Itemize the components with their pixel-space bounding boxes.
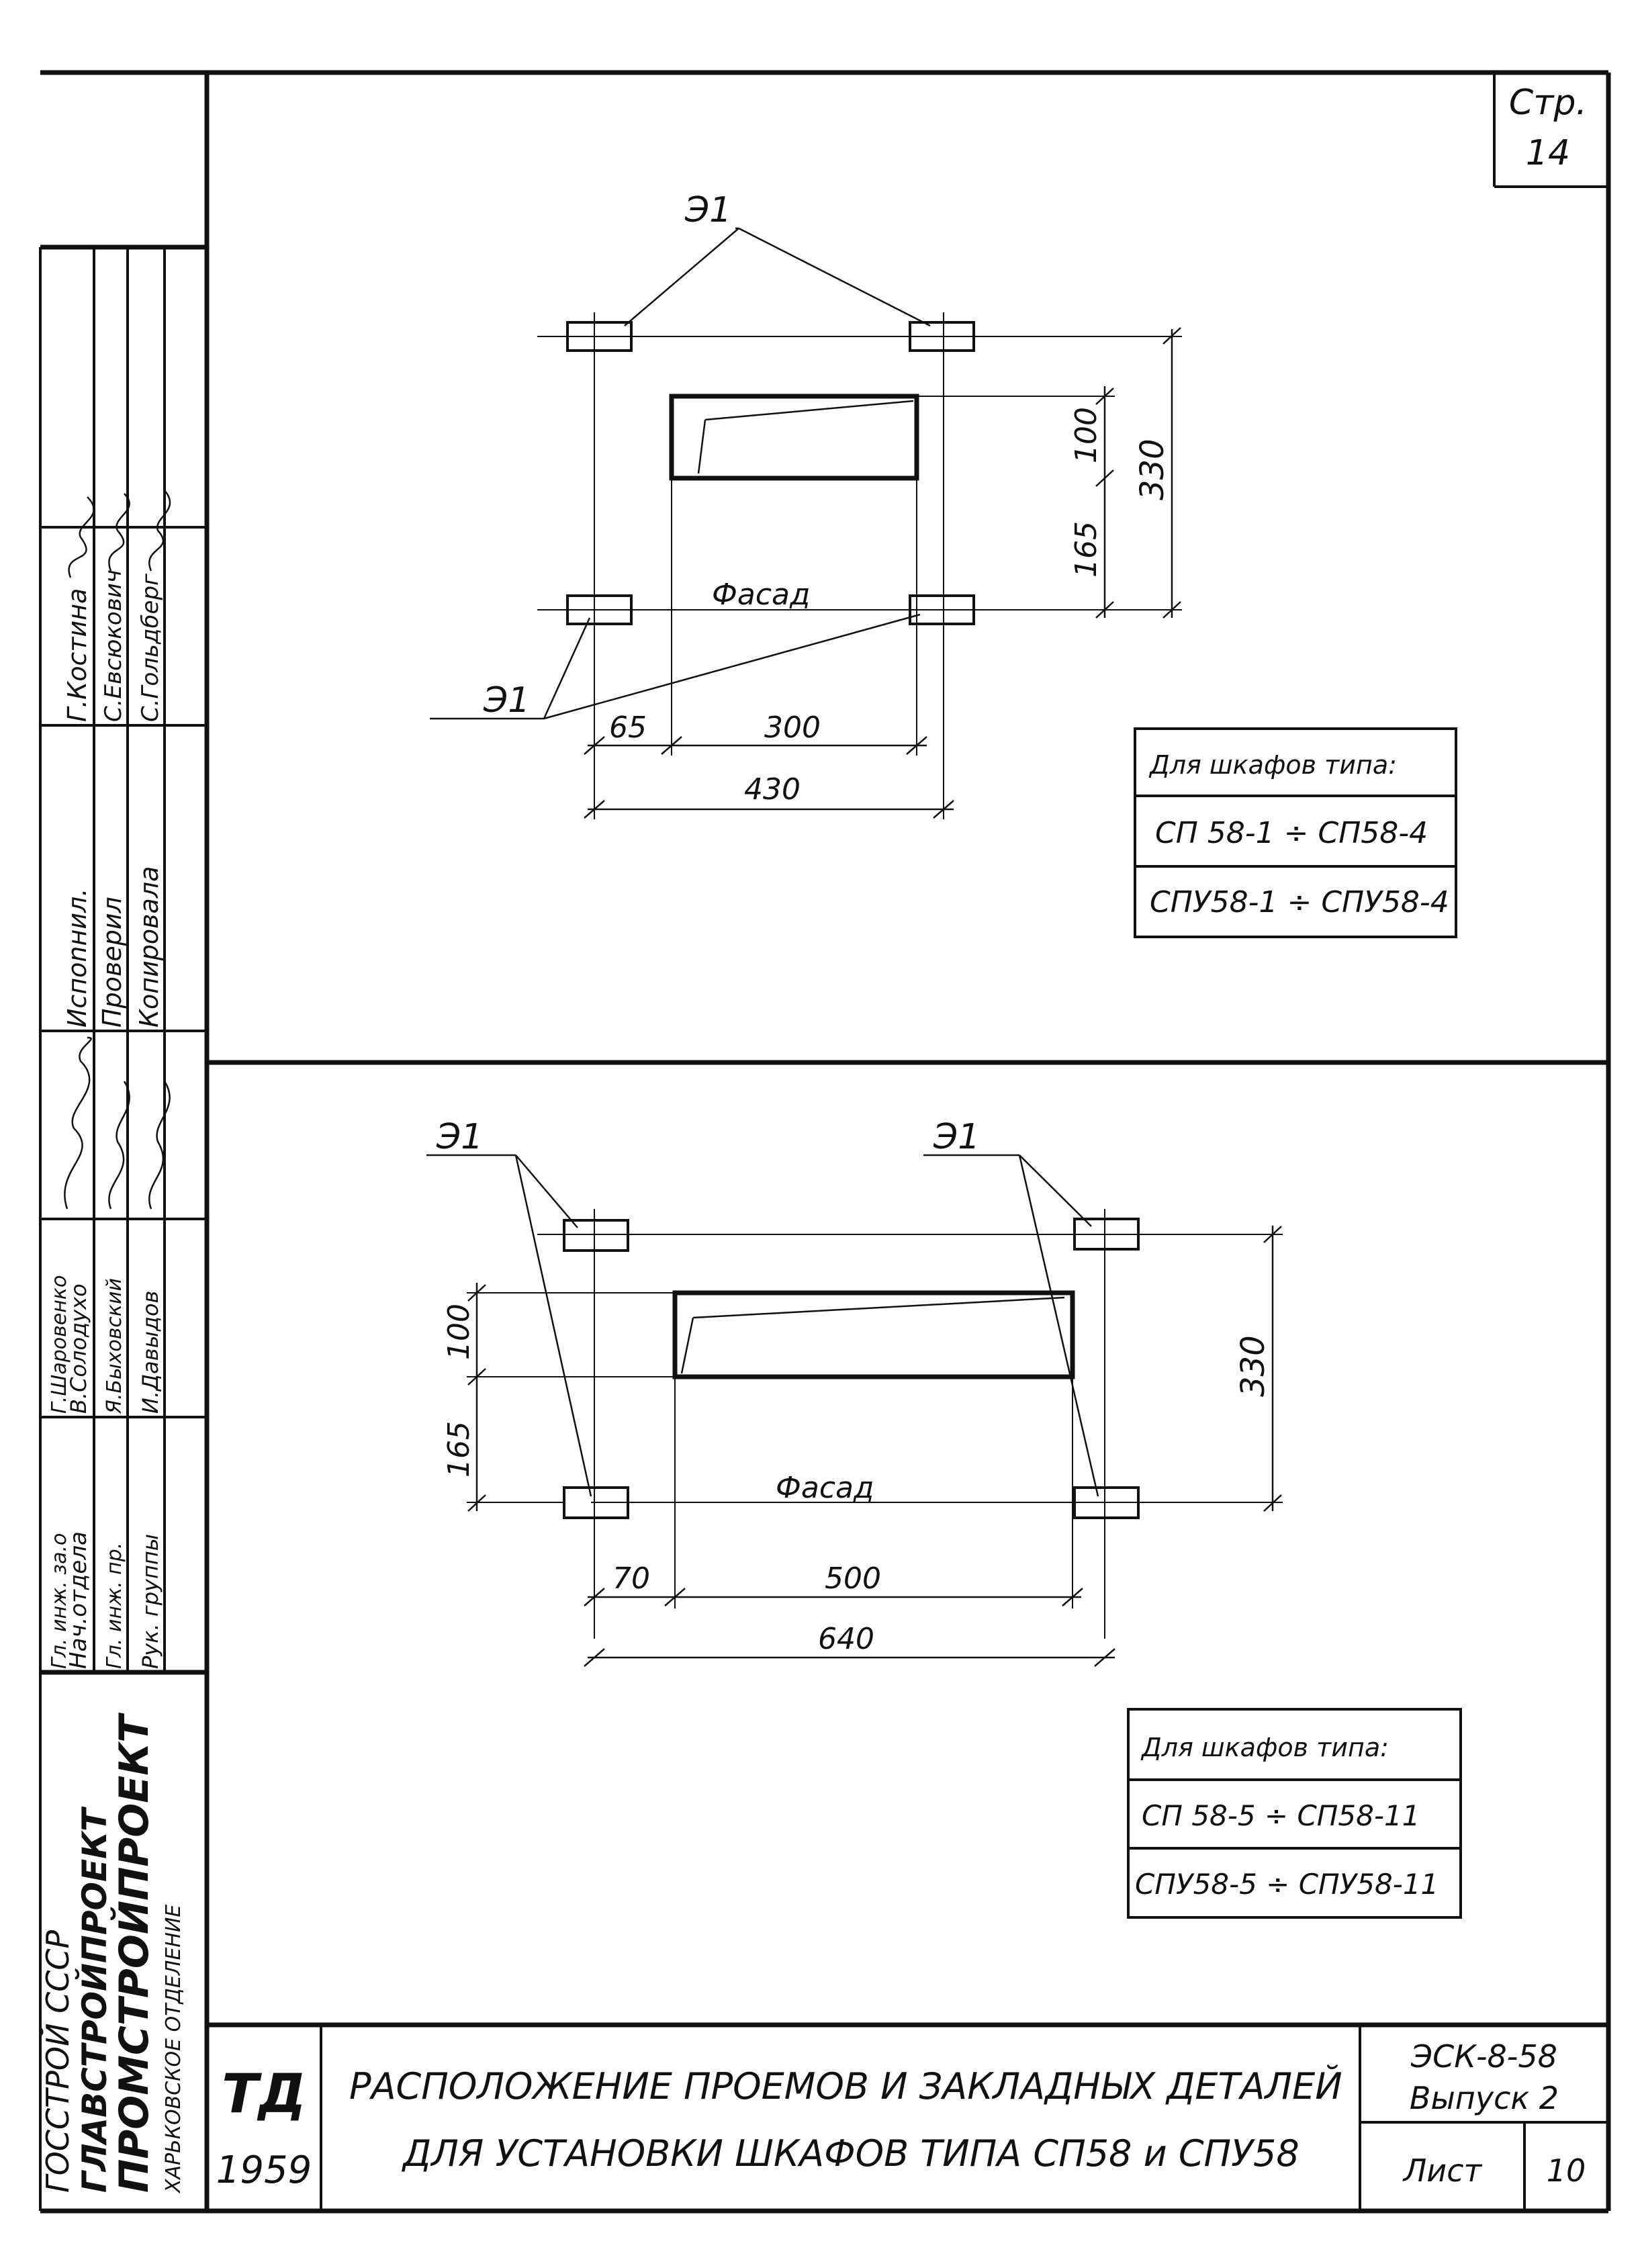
org-line2: ГЛАВСТРОЙПРОЕКТ — [75, 1806, 114, 2193]
top-view: Э1 Э1 Фасад 65 300 430 100 165 330 Для ш… — [430, 190, 1457, 938]
types-table-header: Для шкафов типа: — [1140, 1733, 1389, 1762]
staff-name-4: И.Давыдов — [138, 1291, 163, 1414]
embedded-plate — [563, 1219, 629, 1252]
dim-total-height: 330 — [1134, 439, 1171, 500]
title-block: ТД 1959 РАСПОЛОЖЕНИЕ ПРОЕМОВ И ЗАКЛАДНЫХ… — [216, 2025, 1608, 2211]
types-table-top: Для шкафов типа: СП 58-1 ÷ СП58-4 СПУ58-… — [1134, 727, 1457, 938]
list-number: 10 — [1547, 2152, 1586, 2189]
dim-lower: 165 — [442, 1421, 476, 1478]
list-label: Лист — [1402, 2152, 1483, 2189]
types-table-row2: СПУ58-5 ÷ СПУ58-11 — [1135, 1868, 1439, 1901]
facade-label: Фасад — [776, 1471, 874, 1505]
issue-number: Выпуск 2 — [1410, 2080, 1559, 2116]
left-stamp: Испоnнил. Проверил Копировала Г.Костина … — [39, 244, 207, 2211]
org-line4: ХАРЬКОВСКОЕ ОТДЕЛЕНИЕ — [162, 1905, 185, 2194]
dim-total-width: 430 — [744, 772, 801, 807]
org-line3: ПРОМСТРОЙПРОЕКТ — [110, 1713, 158, 2193]
staff-role-4: Рук. группы — [138, 1534, 163, 1669]
types-table-row2: СПУ58-1 ÷ СПУ58-4 — [1150, 885, 1449, 919]
opening — [672, 1290, 1075, 1379]
td-year: 1959 — [216, 2148, 312, 2192]
dim-opening-height: 100 — [1069, 407, 1103, 463]
staff-role-2: Нач.отдела — [65, 1531, 92, 1669]
staff-name-1: Г.Шаровенко — [48, 1275, 71, 1414]
left-name-3: С.Гольдберг — [137, 573, 164, 722]
bottom-view: Э1 Э1 Фасад 70 500 640 100 165 330 Для ш… — [426, 1117, 1462, 1919]
page-ref-line1: Стр. — [1509, 83, 1587, 123]
dim-total-height: 330 — [1234, 1335, 1272, 1397]
types-table-bottom: Для шкафов типа: СП 58-5 ÷ СП58-11 СПУ58… — [1127, 1708, 1462, 1919]
part-label-right: Э1 — [933, 1117, 980, 1157]
staff-name-2: В.Солодухо — [66, 1283, 91, 1414]
types-table-header: Для шкафов типа: — [1148, 750, 1397, 780]
drawing-title-line1: РАСПОЛОЖЕНИЕ ПРОЕМОВ И ЗАКЛАДНЫХ ДЕТАЛЕЙ — [349, 2065, 1342, 2107]
types-table-row1: СП 58-1 ÷ СП58-4 — [1155, 816, 1428, 850]
left-role-1: Испоnнил. — [62, 889, 92, 1028]
staff-name-3: Я.Быховский — [103, 1278, 126, 1414]
dim-left: 70 — [612, 1561, 650, 1596]
part-label-top: Э1 — [684, 190, 731, 230]
part-label-left: Э1 — [436, 1117, 483, 1157]
sheet-frame — [40, 70, 1611, 2214]
facade-label: Фасад — [712, 578, 810, 612]
opening — [669, 394, 919, 481]
dim-opening-width: 500 — [825, 1561, 881, 1596]
signature-scribbles — [64, 490, 171, 1210]
page-ref-line2: 14 — [1526, 133, 1570, 173]
dim-opening-width: 300 — [764, 711, 821, 745]
left-role-3: Копировала — [134, 866, 164, 1028]
dim-lower: 165 — [1069, 521, 1103, 578]
dim-opening-height: 100 — [442, 1304, 476, 1360]
staff-role-1: Гл. инж. за.о — [48, 1533, 71, 1669]
td-label: ТД — [222, 2062, 306, 2125]
drawing-title-line2: ДЛЯ УСТАНОВКИ ШКАФОВ ТИПА СП58 и СПУ58 — [402, 2132, 1299, 2175]
page-ref-box: Стр. 14 — [1493, 73, 1608, 188]
left-role-2: Проверил — [97, 897, 127, 1028]
staff-role-3: Гл. инж. пр. — [103, 1543, 126, 1669]
org-line1: ГОССТРОЙ СССР — [40, 1930, 76, 2193]
part-label-bottom: Э1 — [483, 680, 530, 721]
dim-total-width: 640 — [818, 1622, 874, 1656]
document-code: ЭСК-8-58 — [1410, 2038, 1557, 2075]
types-table-row1: СП 58-5 ÷ СП58-11 — [1142, 1799, 1420, 1832]
dim-left: 65 — [609, 711, 647, 745]
left-name-1: Г.Костина — [62, 588, 92, 722]
left-name-2: С.Евсюкович — [100, 570, 127, 722]
